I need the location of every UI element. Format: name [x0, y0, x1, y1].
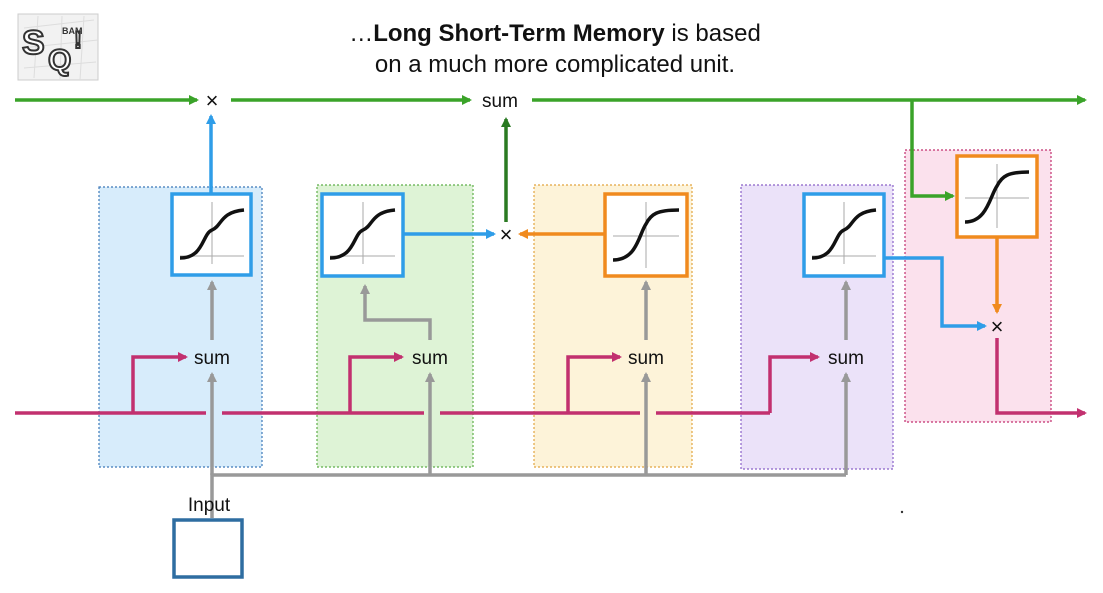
- sum-label-4: sum: [828, 348, 864, 369]
- svg-text:S: S: [22, 24, 45, 62]
- short-term-branch-3: [566, 352, 622, 413]
- page-title: …Long Short-Term Memory is based on a mu…: [300, 18, 810, 80]
- output-multiply-symbol: ×: [991, 314, 1004, 339]
- input-multiply-symbol: ×: [500, 222, 513, 247]
- stray-dot: [900, 510, 904, 514]
- input-label: Input: [188, 495, 231, 516]
- sum-label-1: sum: [194, 348, 230, 369]
- sum-label-2: sum: [412, 348, 448, 369]
- forget-multiply-symbol: ×: [206, 88, 219, 113]
- svg-text:BAM: BAM: [62, 26, 83, 36]
- input-bus-line: [210, 473, 846, 518]
- title-line-2: on a much more complicated unit.: [374, 51, 736, 78]
- tanh-box-5: [955, 154, 1039, 239]
- statquest-logo: S Q ! BAM: [14, 8, 106, 88]
- sum-label-3: sum: [628, 348, 664, 369]
- svg-text:!: !: [74, 27, 82, 54]
- sigmoid-box-4: [802, 192, 886, 278]
- input-box: [172, 518, 244, 579]
- sigmoid-box-2: [320, 192, 405, 278]
- title-line-1: …Long Short-Term Memory is based: [349, 20, 761, 47]
- new-short-term-arrow: [995, 338, 1087, 418]
- sigmoid-box-1: [170, 192, 253, 277]
- long-term-to-tanh-arrow: [910, 100, 955, 201]
- title-bold-term: Long Short-Term Memory: [373, 20, 665, 47]
- short-term-branch-4: [768, 352, 820, 413]
- long-term-sum-label: sum: [482, 91, 518, 112]
- short-term-branch-1: [131, 352, 188, 413]
- svg-text:Q: Q: [48, 44, 71, 77]
- tanh-box-3: [603, 192, 689, 278]
- output-gate-arrow: [884, 256, 987, 331]
- sum-to-sigmoid-2: [360, 284, 432, 340]
- short-term-branch-2: [348, 352, 404, 413]
